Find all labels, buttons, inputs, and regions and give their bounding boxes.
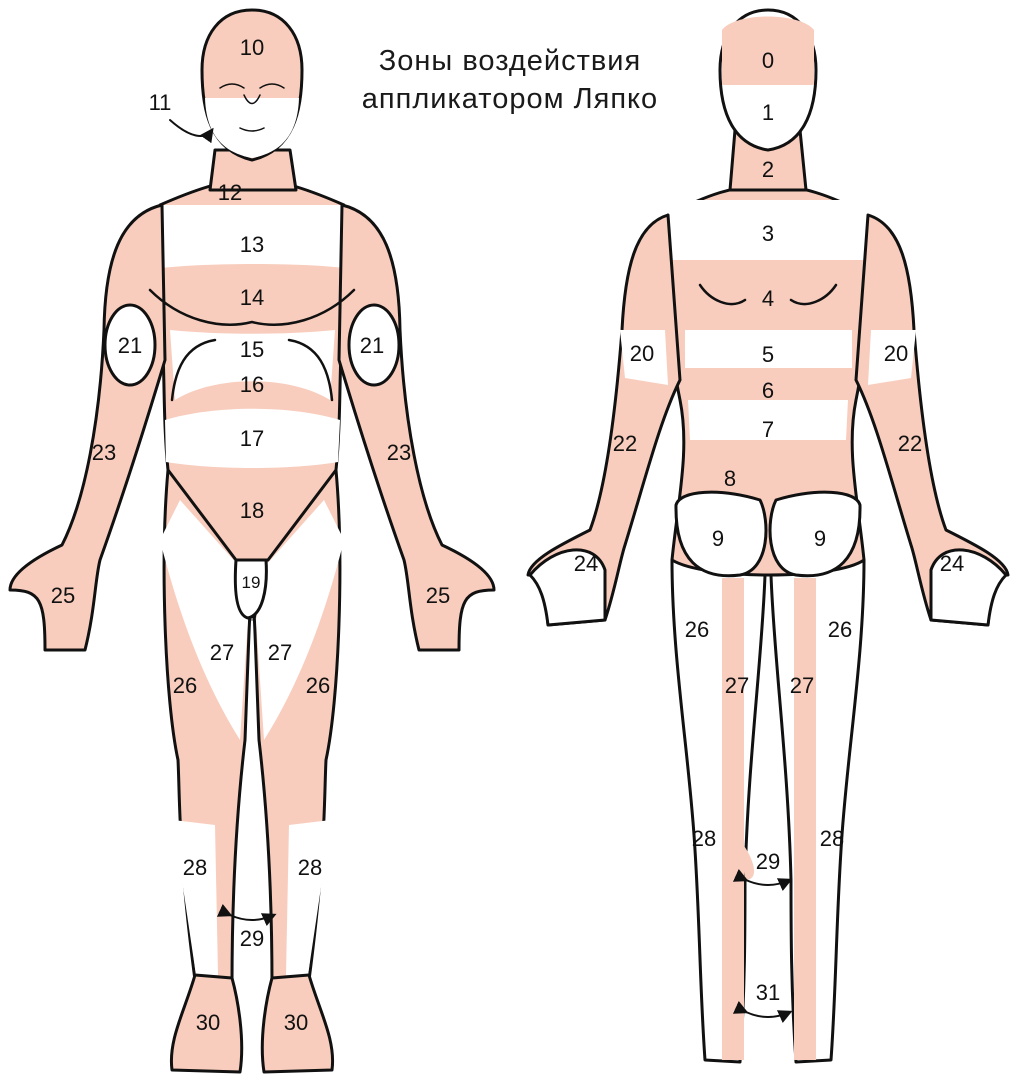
back-label-20-left: 20 bbox=[630, 341, 654, 366]
front-label-14: 14 bbox=[240, 285, 264, 310]
front-label-27-left: 27 bbox=[210, 640, 234, 665]
back-label-20-right: 20 bbox=[884, 341, 908, 366]
back-label-2: 2 bbox=[762, 157, 774, 182]
front-label-29: 29 bbox=[240, 926, 264, 951]
back-label-27-left: 27 bbox=[725, 673, 749, 698]
back-label-9-left: 9 bbox=[712, 526, 724, 551]
front-label-30-right: 30 bbox=[284, 1010, 308, 1035]
front-label-21-right: 21 bbox=[360, 333, 384, 358]
back-label-24-right: 24 bbox=[940, 551, 964, 576]
front-label-25-left: 25 bbox=[51, 583, 75, 608]
back-label-24-left: 24 bbox=[574, 551, 598, 576]
front-label-16: 16 bbox=[240, 372, 264, 397]
front-label-26-left: 26 bbox=[173, 673, 197, 698]
front-label-27-right: 27 bbox=[268, 640, 292, 665]
front-label-28-right: 28 bbox=[298, 855, 322, 880]
back-label-31: 31 bbox=[756, 980, 780, 1005]
front-label-25-right: 25 bbox=[426, 583, 450, 608]
back-label-22-right: 22 bbox=[898, 431, 922, 456]
front-label-17: 17 bbox=[240, 426, 264, 451]
back-label-6: 6 bbox=[762, 378, 774, 403]
front-label-11: 11 bbox=[149, 90, 172, 115]
back-label-5: 5 bbox=[762, 342, 774, 367]
front-arm-left bbox=[10, 205, 165, 650]
back-label-28-left: 28 bbox=[692, 826, 716, 851]
front-label-26-right: 26 bbox=[306, 673, 330, 698]
front-label-23-left: 23 bbox=[92, 440, 116, 465]
back-label-3: 3 bbox=[762, 221, 774, 246]
front-label-13: 13 bbox=[240, 232, 264, 257]
back-label-0: 0 bbox=[762, 48, 774, 73]
back-label-27-right: 27 bbox=[790, 673, 814, 698]
back-label-29: 29 bbox=[756, 849, 780, 874]
back-label-1: 1 bbox=[762, 100, 774, 125]
back-label-8: 8 bbox=[724, 466, 736, 491]
front-label-12: 12 bbox=[218, 180, 242, 205]
front-figure bbox=[10, 10, 494, 1072]
front-label-15: 15 bbox=[240, 337, 264, 362]
front-label-19: 19 bbox=[242, 573, 261, 592]
back-label-28-right: 28 bbox=[820, 826, 844, 851]
back-label-7: 7 bbox=[762, 417, 774, 442]
back-label-4: 4 bbox=[762, 286, 774, 311]
back-label-26-left: 26 bbox=[685, 617, 709, 642]
front-label-23-right: 23 bbox=[387, 440, 411, 465]
front-label-10: 10 bbox=[240, 35, 264, 60]
back-label-9-right: 9 bbox=[814, 526, 826, 551]
front-label-18: 18 bbox=[240, 498, 264, 523]
front-label-30-left: 30 bbox=[196, 1010, 220, 1035]
back-label-22-left: 22 bbox=[613, 431, 637, 456]
back-label-26-right: 26 bbox=[828, 617, 852, 642]
front-label-28-left: 28 bbox=[183, 855, 207, 880]
front-arm-right bbox=[339, 205, 494, 650]
front-label-21-left: 21 bbox=[118, 333, 142, 358]
